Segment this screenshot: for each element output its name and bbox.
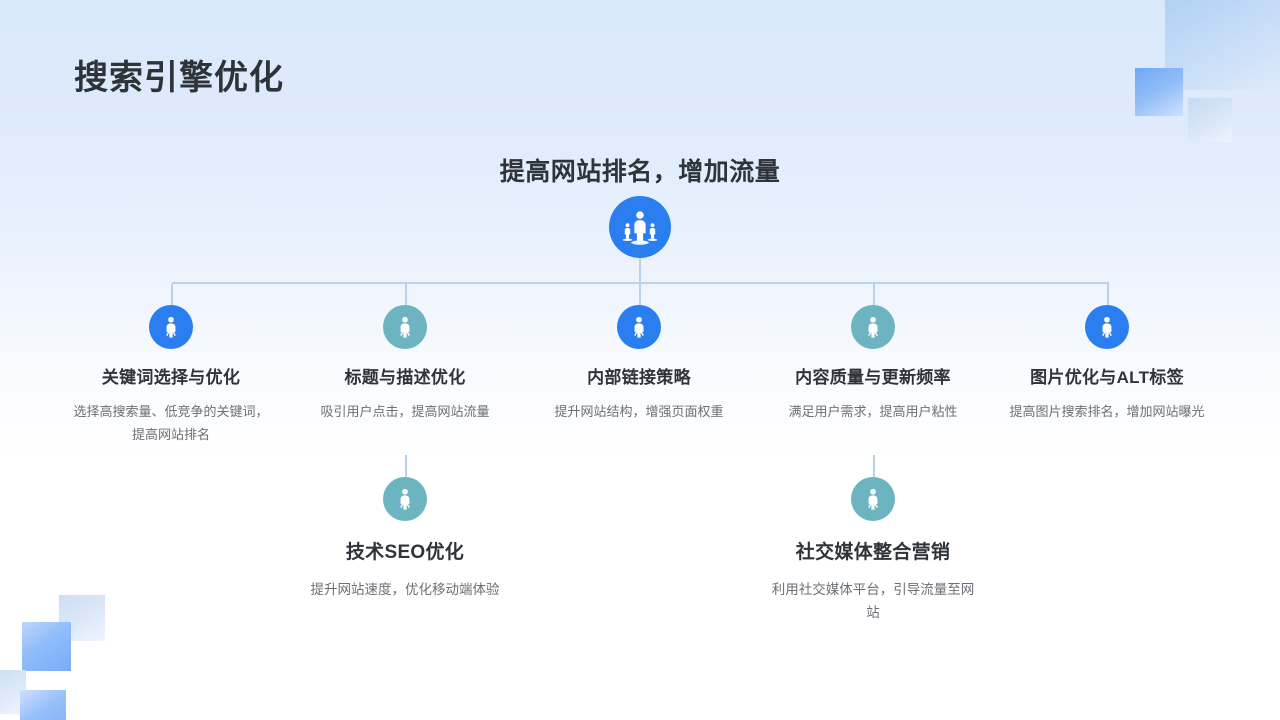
connector-sub-stem-1 bbox=[405, 455, 407, 477]
sub-branch-node-1[interactable]: 技术SEO优化 提升网站速度，优化移动端体验 bbox=[287, 477, 523, 601]
branch-icon-circle-4[interactable] bbox=[851, 305, 895, 349]
branch-node-1[interactable]: 关键词选择与优化 选择高搜索量、低竞争的关键词，提高网站排名 bbox=[53, 305, 289, 447]
branch-icon-circle-1[interactable] bbox=[149, 305, 193, 349]
branch-node-4[interactable]: 内容质量与更新频率 满足用户需求，提高用户粘性 bbox=[755, 305, 991, 424]
branch-desc-3: 提升网站结构，增强页面权重 bbox=[554, 404, 724, 420]
sub-branch-title-1: 技术SEO优化 bbox=[345, 542, 465, 563]
decorative-square-top-right-small bbox=[1188, 98, 1232, 142]
leadership-person-icon bbox=[620, 207, 660, 247]
connector-root-stem bbox=[639, 252, 641, 284]
decorative-square-bottom-left-4 bbox=[20, 690, 66, 720]
branch-desc-5: 提高图片搜索排名，增加网站曝光 bbox=[1009, 404, 1205, 420]
sub-branch-desc-2: 利用社交媒体平台，引导流量至网站 bbox=[771, 581, 975, 621]
sub-branch-icon-circle-2[interactable] bbox=[851, 477, 895, 521]
branch-icon-circle-5[interactable] bbox=[1085, 305, 1129, 349]
connector-drop-4 bbox=[873, 284, 875, 306]
sub-branch-desc-1: 提升网站速度，优化移动端体验 bbox=[310, 581, 500, 597]
decorative-square-top-right-medium bbox=[1135, 68, 1183, 116]
branch-desc-2: 吸引用户点击，提高网站流量 bbox=[320, 404, 490, 420]
connector-drop-3 bbox=[639, 284, 641, 306]
branch-title-3: 内部链接策略 bbox=[587, 368, 691, 387]
person-icon bbox=[860, 314, 886, 340]
connector-drop-1 bbox=[171, 284, 173, 306]
person-icon bbox=[392, 314, 418, 340]
branch-desc-4: 满足用户需求，提高用户粘性 bbox=[788, 404, 958, 420]
root-node[interactable] bbox=[609, 196, 671, 258]
page-subtitle: 提高网站排名，增加流量 bbox=[499, 158, 781, 186]
person-icon bbox=[626, 314, 652, 340]
branch-node-2[interactable]: 标题与描述优化 吸引用户点击，提高网站流量 bbox=[287, 305, 523, 424]
branch-node-3[interactable]: 内部链接策略 提升网站结构，增强页面权重 bbox=[521, 305, 757, 424]
connector-sub-stem-2 bbox=[873, 455, 875, 477]
branch-icon-circle-2[interactable] bbox=[383, 305, 427, 349]
decorative-square-bottom-left-2 bbox=[22, 622, 71, 671]
connector-horizontal-bus bbox=[172, 282, 1109, 284]
decorative-square-top-right-large bbox=[1165, 0, 1280, 90]
branch-title-4: 内容质量与更新频率 bbox=[795, 368, 951, 387]
person-icon bbox=[392, 486, 418, 512]
branch-title-5: 图片优化与ALT标签 bbox=[1030, 368, 1184, 387]
person-icon bbox=[860, 486, 886, 512]
branch-title-1: 关键词选择与优化 bbox=[101, 368, 241, 387]
connector-drop-2 bbox=[405, 284, 407, 306]
sub-branch-title-2: 社交媒体整合营销 bbox=[795, 542, 951, 563]
branch-icon-circle-3[interactable] bbox=[617, 305, 661, 349]
sub-branch-node-2[interactable]: 社交媒体整合营销 利用社交媒体平台，引导流量至网站 bbox=[755, 477, 991, 625]
person-icon bbox=[158, 314, 184, 340]
branch-title-2: 标题与描述优化 bbox=[344, 368, 466, 387]
branch-desc-1: 选择高搜索量、低竞争的关键词，提高网站排名 bbox=[73, 404, 269, 442]
branch-node-5[interactable]: 图片优化与ALT标签 提高图片搜索排名，增加网站曝光 bbox=[989, 305, 1225, 424]
connector-drop-5 bbox=[1107, 284, 1109, 306]
sub-branch-icon-circle-1[interactable] bbox=[383, 477, 427, 521]
page-title: 搜索引擎优化 bbox=[74, 59, 284, 97]
person-icon bbox=[1094, 314, 1120, 340]
